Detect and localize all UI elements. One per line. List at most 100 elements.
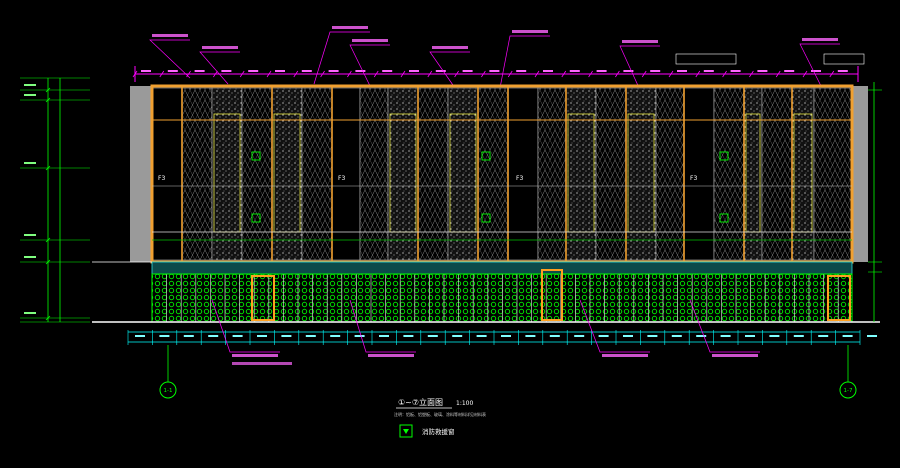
right-elevation-scale (868, 82, 882, 322)
lower-facade (151, 273, 853, 323)
facade-bay (713, 87, 745, 261)
dimension-text-mark (596, 70, 607, 72)
leader-text-mark (202, 46, 238, 49)
door-opening-right (827, 275, 851, 321)
dimension-text-mark (696, 335, 707, 337)
dimension-tick (213, 70, 218, 78)
floor-label-2: F3 (338, 175, 345, 182)
dimension-tick (775, 70, 781, 78)
facade-bay (813, 87, 853, 261)
dimension-text-mark (489, 70, 500, 72)
dimension-text-mark (194, 70, 205, 72)
dimension-text-mark (842, 335, 853, 337)
rescue-window-marker (719, 213, 729, 223)
dimension-text-mark (221, 70, 232, 72)
dimension-text-mark (525, 335, 536, 337)
floor-label-1: F3 (158, 175, 165, 182)
dimension-text-mark (248, 70, 259, 72)
leader-text-mark (712, 354, 758, 357)
bottom-annotation-leaders (211, 299, 760, 365)
left-elevation-marks (20, 84, 90, 321)
legend: 消防救援窗 (399, 424, 455, 438)
dimension-text-mark (301, 70, 312, 72)
dimension-text-mark (623, 70, 634, 72)
axis-marker-left: 1-1 (159, 345, 177, 399)
dimension-tick (615, 70, 620, 78)
door-opening-center (541, 269, 563, 321)
leader-text-mark (232, 354, 278, 357)
dimension-tick (45, 315, 51, 321)
dimension-text-mark (208, 335, 219, 337)
floor-label-4: F3 (690, 175, 697, 182)
leader-text-mark (622, 40, 658, 43)
drawing-scale: 1:100 (456, 400, 473, 407)
leader-line (349, 299, 416, 353)
facade-bay (507, 87, 539, 261)
door-opening-left (251, 275, 275, 321)
leader-text-mark (232, 362, 292, 365)
upper-facade (150, 84, 854, 264)
axis-label-left: 1-1 (164, 388, 173, 394)
dimension-text-mark (793, 335, 804, 337)
dimension-text-mark (427, 335, 438, 337)
dimension-text-mark (330, 335, 341, 337)
top-annotation-leaders (149, 26, 865, 91)
dimension-text-mark (257, 335, 267, 337)
rescue-window-marker (251, 213, 261, 223)
dimension-text-mark (650, 70, 661, 72)
leader-line (499, 35, 550, 89)
dimension-tick (293, 70, 299, 78)
dimension-text-mark (281, 335, 292, 337)
dimension-text-mark (452, 335, 463, 337)
facade-bay (211, 87, 243, 261)
dimension-text-mark (569, 70, 580, 72)
dimension-tick (454, 70, 459, 78)
callout-box (823, 53, 865, 65)
dimension-text-mark (355, 70, 366, 72)
dimension-text-mark (382, 70, 393, 72)
dimension-tick (320, 70, 325, 78)
dimension-text-mark (703, 70, 714, 72)
dimension-text-mark (354, 335, 365, 337)
dimension-tick (427, 70, 433, 78)
leader-text-mark (432, 46, 468, 49)
dimension-text-mark (757, 70, 768, 72)
dimension-text-mark (159, 335, 170, 337)
lower-facade-bays (151, 274, 839, 322)
axis-label-right: 1-7 (844, 388, 853, 394)
dimension-tick (668, 70, 674, 78)
dimension-tick (45, 165, 51, 171)
leader-line (579, 299, 650, 353)
top-dimension-chain (132, 66, 859, 82)
dimension-text-mark (135, 335, 145, 337)
leader-text-mark (332, 26, 368, 29)
dimension-tick (561, 70, 567, 78)
dimension-text-mark (183, 335, 194, 337)
dimension-text-mark (784, 70, 795, 72)
upper-facade-bays (151, 86, 853, 262)
facade-bay (241, 87, 273, 261)
dimension-text-mark (476, 335, 487, 337)
dimension-text-mark (141, 70, 151, 72)
dimension-text-mark (647, 335, 658, 337)
dimension-text-mark (403, 335, 414, 337)
right-wall-column (852, 86, 868, 262)
dimension-text-mark (435, 70, 446, 72)
leader-line (619, 45, 660, 91)
dimension-text-mark (379, 335, 389, 337)
dimension-text-mark (818, 335, 829, 337)
dimension-tick (186, 70, 191, 78)
drawing-subtitle: 注明：铝板、铝塑板、玻璃、涂料等材料详见材料表 (394, 411, 486, 417)
leader-line (199, 51, 240, 85)
callout-box (675, 53, 737, 65)
dimension-tick (347, 70, 352, 78)
leader-text-mark (152, 34, 188, 37)
dimension-tick (45, 259, 51, 265)
drawing-title: ①~⑦立面图 (398, 397, 443, 407)
facade-bay (595, 87, 627, 261)
dimension-tick (641, 70, 647, 78)
dimension-tick (266, 70, 272, 78)
axis-marker-right: 1-7 (839, 345, 857, 399)
dimension-text-mark (837, 70, 848, 72)
elevation-text-mark (24, 162, 36, 164)
